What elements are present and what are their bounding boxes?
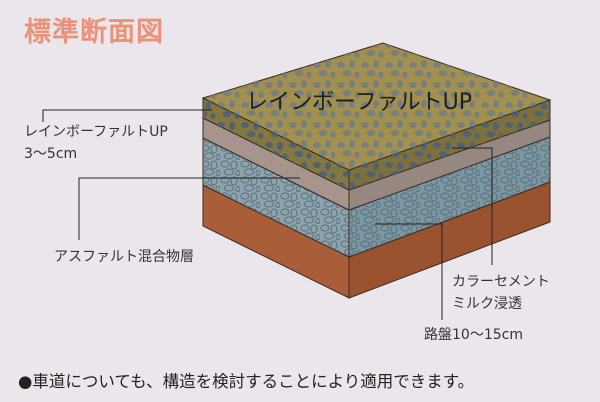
leader-line-cement — [452, 147, 493, 265]
rainbow-label-thickness: 3〜5cm — [24, 146, 78, 162]
cement-label: カラーセメント ミルク浸透 — [452, 271, 550, 315]
cement-label-line2: ミルク浸透 — [452, 296, 522, 312]
page-title: 標準断面図 — [24, 17, 164, 48]
leader-line-rainbow — [42, 109, 212, 122]
rainbow-label-name: レインボーファルトUP — [24, 124, 168, 140]
roadbed-label: 路盤10〜15cm — [424, 327, 523, 343]
top-surface-label: レインボーファルトUP — [246, 90, 473, 115]
footer-note: ●車道についても、構造を検討することにより適用できます。 — [18, 372, 475, 391]
leader-line-asphalt — [78, 177, 300, 240]
cement-label-line1: カラーセメント — [452, 274, 550, 290]
rainbow-label: レインボーファルトUP 3〜5cm — [24, 121, 168, 165]
asphalt-label: アスファルト混合物層 — [54, 249, 194, 265]
leader-line-roadbed — [375, 223, 443, 320]
